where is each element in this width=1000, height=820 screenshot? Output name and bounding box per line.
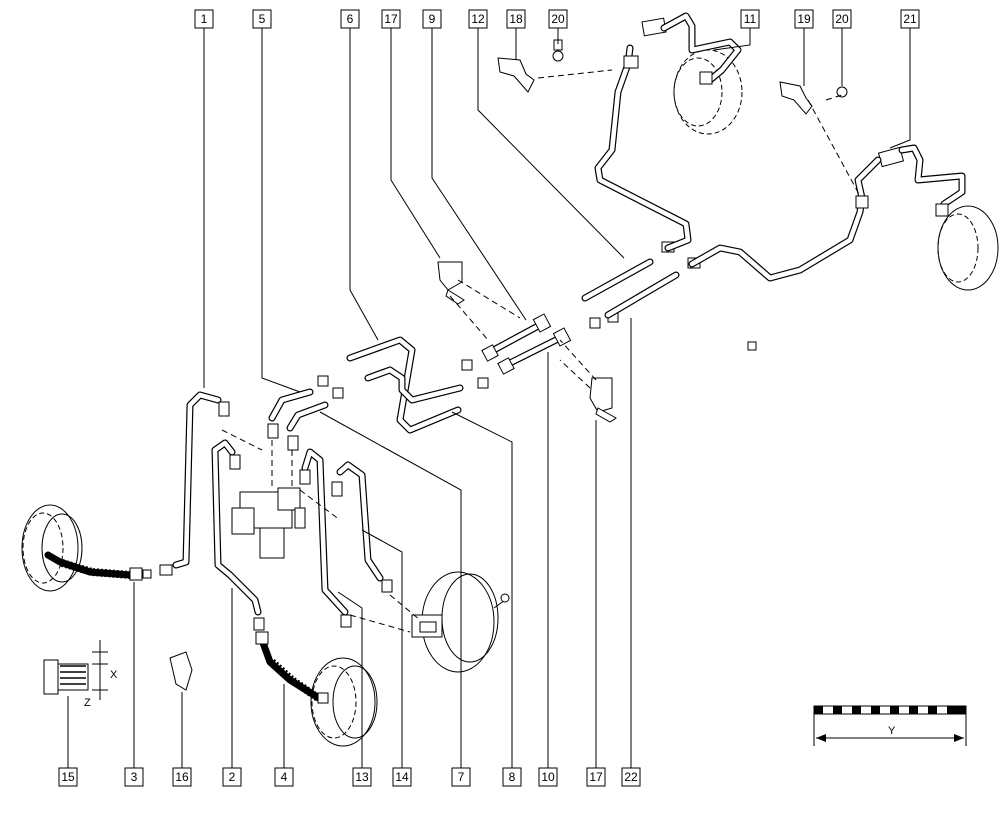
- callout-label: 18: [509, 12, 523, 26]
- callout-21: 21: [900, 9, 920, 29]
- bracket-18: [497, 39, 564, 93]
- callout-label: 15: [61, 770, 75, 784]
- callout-label: 4: [281, 770, 288, 784]
- callouts-bottom: 15 3 16 2 4 13 14 7 8 10 17 22: [58, 767, 641, 787]
- callout-label: 19: [797, 12, 811, 26]
- callout-22: 22: [621, 767, 641, 787]
- front-left-wheel: [21, 504, 83, 592]
- pipe-5: [267, 388, 329, 451]
- pipe-13: [299, 448, 352, 628]
- dashed-guides: [221, 69, 861, 633]
- pipe-10: [497, 327, 572, 375]
- callout-13: 13: [352, 767, 372, 787]
- pipe-rear-right: [688, 144, 966, 282]
- callout-label: 3: [131, 770, 138, 784]
- callout-4: 4: [274, 767, 294, 787]
- callout-16: 16: [172, 767, 192, 787]
- callout-3: 3: [124, 767, 144, 787]
- leader-lines: [67, 28, 911, 768]
- callout-label: 16: [175, 770, 189, 784]
- callout-20a: 20: [548, 9, 568, 29]
- callout-label: 5: [259, 12, 266, 26]
- pipe-14: [331, 461, 393, 593]
- front-right-hose: [255, 631, 329, 704]
- dim-z-label: Z: [84, 697, 91, 709]
- callout-18: 18: [506, 9, 526, 29]
- callout-8: 8: [502, 767, 522, 787]
- brake-servo: [411, 571, 510, 673]
- callout-label: 12: [471, 12, 485, 26]
- callout-label: 1: [201, 12, 208, 26]
- scale-bar-label: Y: [888, 725, 896, 737]
- callout-20b: 20: [832, 9, 852, 29]
- callout-label: 22: [624, 770, 638, 784]
- callout-label: 7: [458, 770, 465, 784]
- callout-label: 9: [429, 12, 436, 26]
- callout-1: 1: [194, 9, 214, 29]
- bleed-screw-15: [43, 640, 108, 700]
- pipe-22: [604, 271, 680, 319]
- callout-14: 14: [392, 767, 412, 787]
- rear-left-hose: [641, 17, 905, 168]
- clip-17-upper: [437, 261, 465, 305]
- callout-label: 6: [347, 12, 354, 26]
- pipe-1: [159, 391, 230, 576]
- callout-label: 14: [395, 770, 409, 784]
- callout-label: 21: [903, 12, 917, 26]
- callout-11: 11: [740, 9, 760, 29]
- pipe-2: [211, 439, 265, 631]
- brake-compensator: [231, 487, 306, 559]
- callout-6: 6: [340, 9, 360, 29]
- scale-bar: Y: [813, 705, 967, 746]
- callout-label: 10: [541, 770, 555, 784]
- callout-5: 5: [252, 9, 272, 29]
- callouts-top: 1 5 6 17 9 12 18 20 11 19 20 21: [194, 9, 920, 29]
- front-right-wheel: [310, 657, 378, 747]
- rear-right-wheel: [937, 205, 999, 291]
- callout-2: 2: [222, 767, 242, 787]
- callout-9: 9: [422, 9, 442, 29]
- pipe-12: [581, 258, 654, 302]
- pipe-rear-left: [594, 12, 742, 252]
- dim-x-label: X: [110, 669, 118, 681]
- callout-label: 20: [835, 12, 849, 26]
- callout-label: 20: [551, 12, 565, 26]
- callout-label: 2: [229, 770, 236, 784]
- pipe-6: [346, 336, 462, 434]
- clip-17-lower: [589, 377, 617, 423]
- clip-16: [169, 651, 193, 691]
- callout-17: 17: [381, 9, 401, 29]
- callout-12: 12: [468, 9, 488, 29]
- pipe-9: [481, 313, 552, 362]
- callout-label: 13: [355, 770, 369, 784]
- front-left-hose: [44, 551, 152, 581]
- callout-label: 17: [384, 12, 398, 26]
- pipe-8: [364, 366, 464, 404]
- callout-19: 19: [794, 9, 814, 29]
- callout-label: 8: [509, 770, 516, 784]
- callout-7: 7: [451, 767, 471, 787]
- callout-label: 11: [744, 12, 757, 26]
- callout-10: 10: [538, 767, 558, 787]
- bracket-19: [779, 81, 848, 115]
- callout-17b: 17: [586, 767, 606, 787]
- callout-15: 15: [58, 767, 78, 787]
- callout-label: 17: [589, 770, 603, 784]
